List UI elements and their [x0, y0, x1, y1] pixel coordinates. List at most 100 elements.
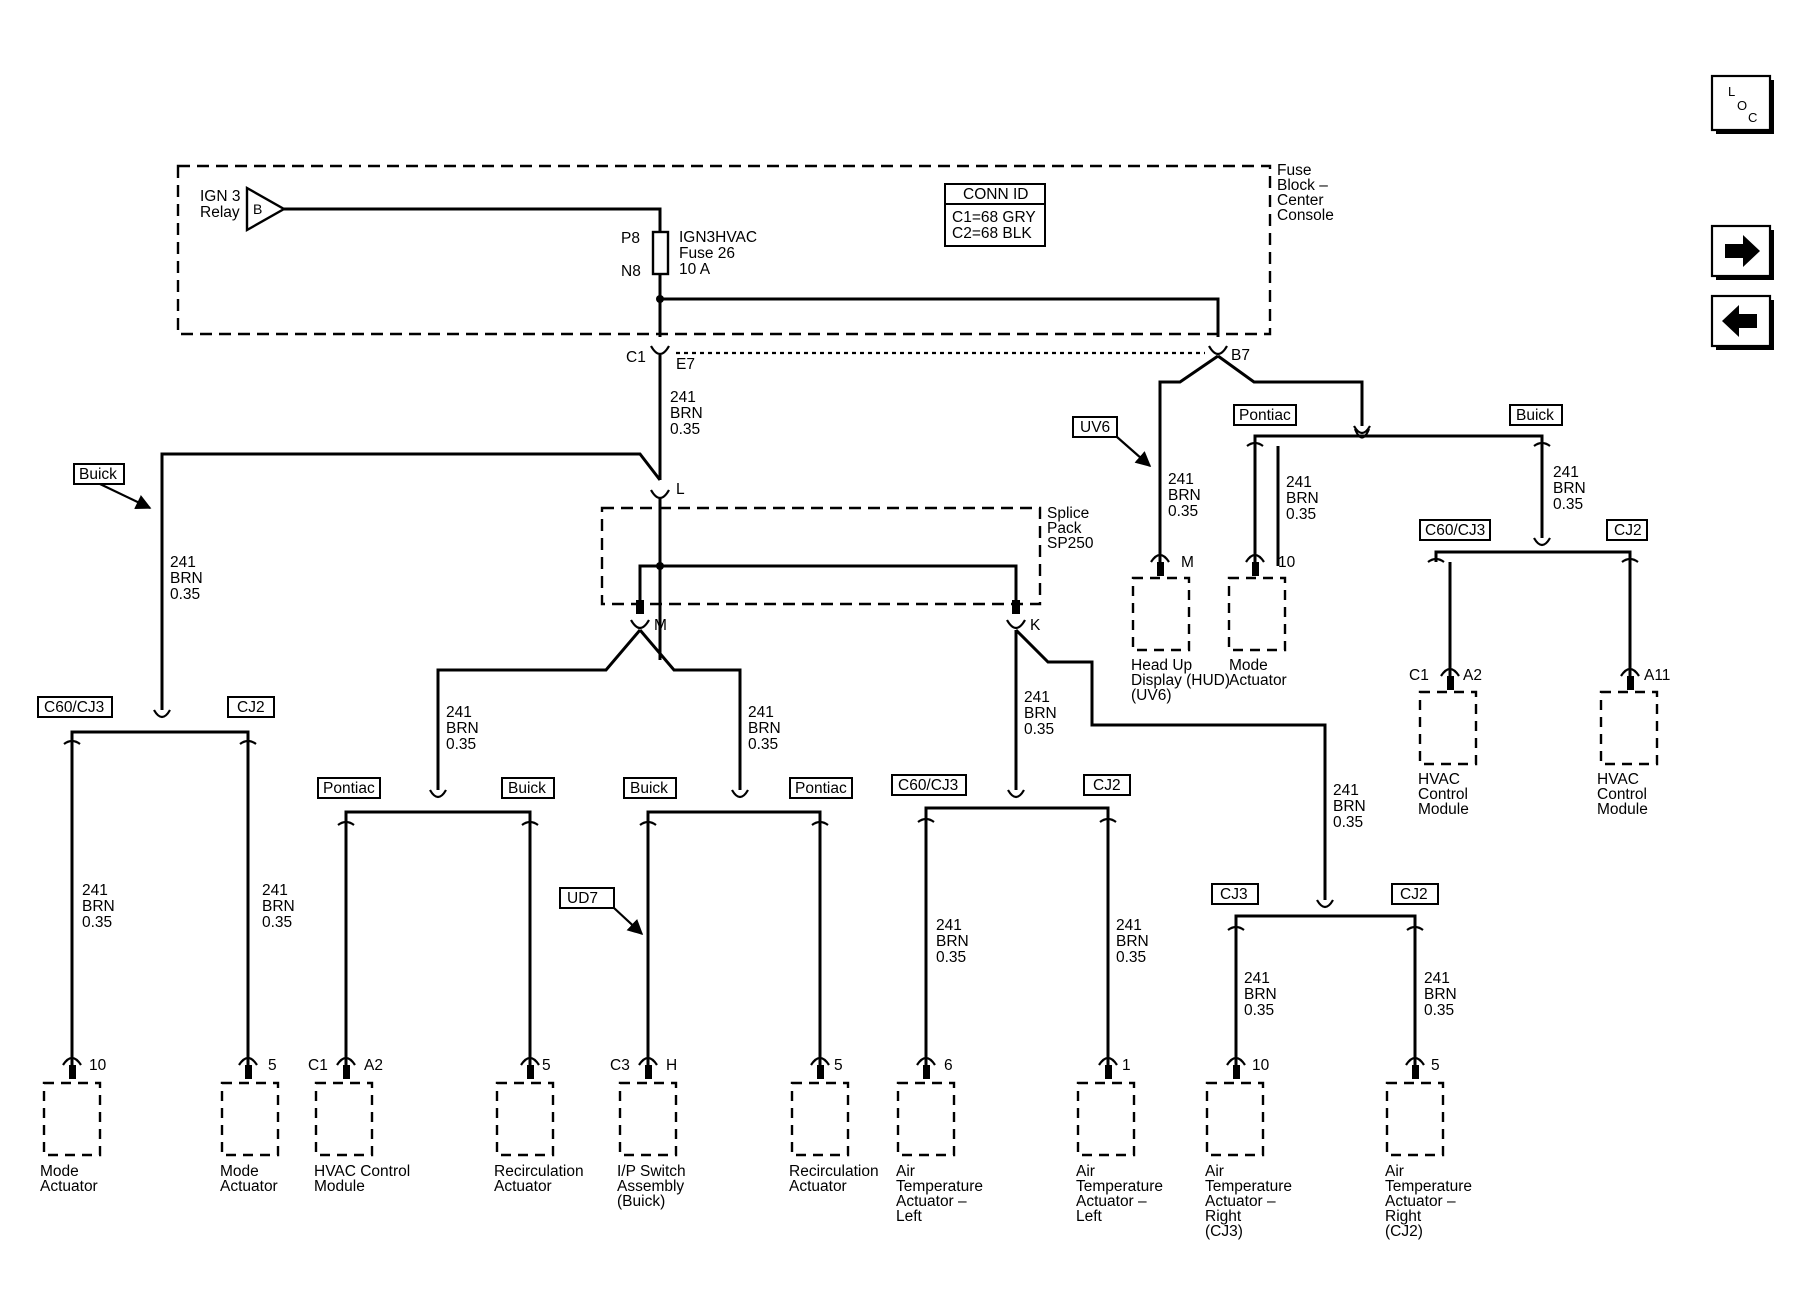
- splice-pack-outline: [600, 506, 1042, 606]
- wire-size-text: 0.35: [936, 949, 966, 966]
- pins-atl2-text: 1: [1122, 1057, 1131, 1074]
- options-cj2-text: CJ2: [1614, 522, 1642, 539]
- components-hud-2-text: (UV6): [1131, 687, 1171, 704]
- pins-hvac_b_a2-text: A2: [364, 1057, 383, 1074]
- components-hvac_top2-1-text: Control: [1597, 786, 1647, 803]
- nav-loc_o-text: O: [1737, 98, 1747, 113]
- connectors-c1-text: C1: [626, 349, 646, 366]
- component-recirculation-actuator-1: 5 Recirculation Actuator: [494, 1056, 584, 1195]
- components-recirc2-0-text: Recirculation: [789, 1163, 879, 1180]
- components-atl2-1-text: Temperature: [1076, 1178, 1163, 1195]
- wire-color-text: BRN: [262, 898, 295, 915]
- wire-size-text: 0.35: [1333, 814, 1363, 831]
- relay-triangle-icon: [245, 185, 287, 233]
- connectors-l-text: L: [676, 481, 685, 498]
- components-atl2-3-text: Left: [1076, 1208, 1103, 1225]
- conn_id-c1-text: C1=68 GRY: [952, 209, 1036, 226]
- wire-color-text: BRN: [1424, 986, 1457, 1003]
- arrow-left-icon: [1722, 305, 1757, 337]
- nav-loc_c-text: C: [1748, 110, 1757, 125]
- option-tag-c60cj3-k: C60/CJ3: [891, 774, 967, 796]
- options-uv6-text: UV6: [1080, 419, 1110, 436]
- wire-color-text: BRN: [670, 405, 703, 422]
- fuse-block-label-1: Fuse: [1277, 162, 1311, 179]
- components-ip_switch-0-text: I/P Switch: [617, 1163, 686, 1180]
- wire-circuit-text: 241: [1286, 474, 1312, 491]
- option-tag-pontiac-m-right: Pontiac: [789, 777, 853, 799]
- fuse-block-label-2: Block –: [1277, 177, 1328, 194]
- pins-hvac_a2-text: A2: [1463, 667, 1482, 684]
- splice-l1-text: Splice: [1047, 505, 1089, 522]
- component-air-temp-actuator-right-cj2: 5 Air Temperature Actuator – Right (CJ2): [1385, 1056, 1472, 1240]
- options-buick-text: Buick: [630, 780, 668, 797]
- wire-color-text: BRN: [1116, 933, 1149, 950]
- components-mode2-1-text: Actuator: [220, 1178, 278, 1195]
- option-tag-cj3-right: CJ3: [1211, 883, 1259, 905]
- fuse-pin_top-text: P8: [621, 230, 640, 247]
- splice-l2-text: Pack: [1047, 520, 1082, 537]
- wire-size-text: 0.35: [1286, 506, 1316, 523]
- previous-page-button[interactable]: [1710, 294, 1774, 350]
- options-buick-text: Buick: [508, 780, 546, 797]
- components-atl2-0-text: Air: [1076, 1163, 1095, 1180]
- next-page-button[interactable]: [1710, 224, 1774, 280]
- components-atl1-2-text: Actuator –: [896, 1193, 967, 1210]
- connectors-m-text: M: [654, 617, 667, 634]
- fuse-name-text: IGN3HVAC: [679, 229, 757, 246]
- components-ip_switch-1-text: Assembly: [617, 1178, 684, 1195]
- wire-size-text: 0.35: [748, 736, 778, 753]
- wire-size-text: 0.35: [1116, 949, 1146, 966]
- option-tag-cj2-upper: CJ2: [1606, 519, 1648, 541]
- components-atr2-2-text: Actuator –: [1385, 1193, 1456, 1210]
- wire-size-text: 0.35: [670, 421, 700, 438]
- wire-color-text: BRN: [1286, 490, 1319, 507]
- components-mode_top-1-text: Actuator: [1229, 672, 1287, 689]
- components-atr1-3-text: Right: [1205, 1208, 1242, 1225]
- conn-id-box: CONN ID C1=68 GRY C2=68 BLK: [944, 183, 1046, 247]
- wire-size-text: 0.35: [1424, 1002, 1454, 1019]
- wire-circuit-text: 241: [936, 917, 962, 934]
- components-hud-1-text: Display (HUD): [1131, 672, 1230, 689]
- arrow-right-icon: [1725, 235, 1760, 267]
- wire-size-text: 0.35: [262, 914, 292, 931]
- wire-color-text: BRN: [446, 720, 479, 737]
- wire-size-text: 0.35: [1244, 1002, 1274, 1019]
- components-recirc1-0-text: Recirculation: [494, 1163, 584, 1180]
- connectors-e7-text: E7: [676, 356, 695, 373]
- relay-label-1: IGN 3: [200, 188, 240, 205]
- options-pontiac-text: Pontiac: [323, 780, 375, 797]
- wire-size-text: 0.35: [1168, 503, 1198, 520]
- components-ip_switch-2-text: (Buick): [617, 1193, 665, 1210]
- option-tag-pontiac-upper: Pontiac: [1233, 404, 1297, 426]
- fuse-block-label-4: Console: [1277, 207, 1334, 224]
- fuse-26-icon: [651, 230, 670, 276]
- wire-circuit-text: 241: [1553, 464, 1579, 481]
- wire-circuit-text: 241: [1333, 782, 1359, 799]
- components-hvac_top2-2-text: Module: [1597, 801, 1648, 818]
- options-cj2-text: CJ2: [237, 699, 265, 716]
- wire-size-text: 0.35: [82, 914, 112, 931]
- connectors-k-text: K: [1030, 617, 1041, 634]
- loc-button[interactable]: L O C: [1710, 74, 1774, 134]
- components-hvac_top1-2-text: Module: [1418, 801, 1469, 818]
- option-tag-c60cj3-upper: C60/CJ3: [1419, 519, 1491, 541]
- components-mode_top-0-text: Mode: [1229, 657, 1268, 674]
- component-air-temp-actuator-left-1: 6 Air Temperature Actuator – Left: [896, 1056, 983, 1225]
- relay-label-2: Relay: [200, 204, 240, 221]
- options-buick-text: Buick: [1516, 407, 1554, 424]
- wire-color-text: BRN: [1168, 487, 1201, 504]
- pins-mode1-text: 10: [89, 1057, 107, 1074]
- pins-atl1-text: 6: [944, 1057, 953, 1074]
- fuse-block-label-3: Center: [1277, 192, 1324, 209]
- wire-size-text: 0.35: [170, 586, 200, 603]
- connectors-b7-text: B7: [1231, 347, 1250, 364]
- wire-circuit-text: 241: [82, 882, 108, 899]
- wire-circuit-text: 241: [748, 704, 774, 721]
- components-recirc1-1-text: Actuator: [494, 1178, 552, 1195]
- conn_id-c2-text: C2=68 BLK: [952, 225, 1032, 242]
- option-tag-buick-m-right: Buick: [623, 777, 677, 799]
- options-c60cj3-text: C60/CJ3: [1425, 522, 1485, 539]
- option-tag-uv6: UV6: [1072, 416, 1118, 438]
- options-cj3-text: CJ3: [1220, 886, 1248, 903]
- components-atl1-3-text: Left: [896, 1208, 923, 1225]
